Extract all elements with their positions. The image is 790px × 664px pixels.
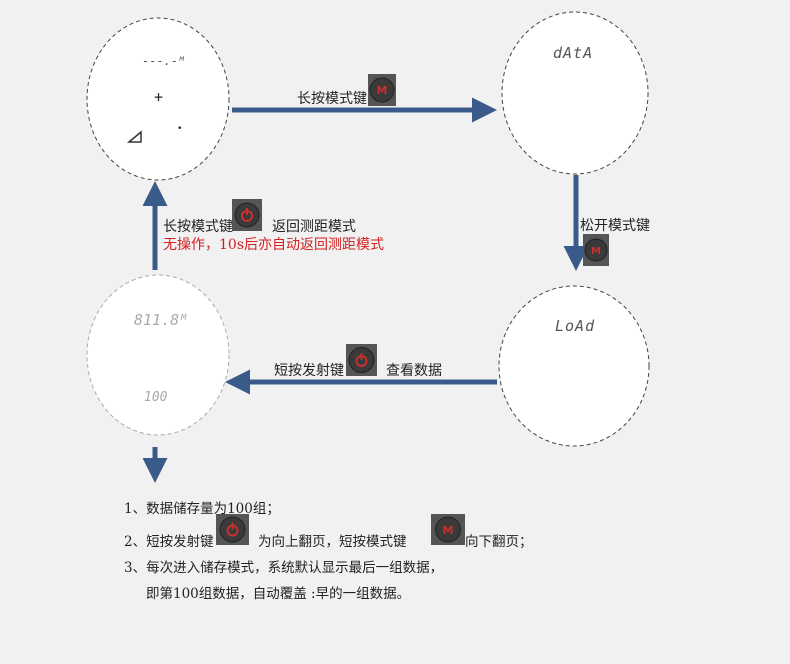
view-index-lcd: 100 <box>144 390 168 405</box>
svg-text:M: M <box>591 246 601 257</box>
fire-button-icon <box>232 199 262 231</box>
mode-button-icon: M <box>583 234 609 266</box>
auto-return-note: 无操作，10s后亦自动返回测距模式 <box>163 237 384 253</box>
note-line-2b: 为向上翻页，短按模式键 <box>258 534 407 550</box>
measure-readout: ---.-ᴹ <box>142 54 186 68</box>
bottom-arrow-label-a: 短按发射键 <box>274 363 344 379</box>
note-line-3: 3、每次进入储存模式，系统默认显示最后一组数据， <box>124 560 444 576</box>
data-mode-lcd: dAtA <box>553 44 594 62</box>
right-arrow-label: 松开模式键 <box>580 218 650 234</box>
state-data-circle <box>501 11 649 175</box>
top-arrow-label: 长按模式键 <box>297 91 367 107</box>
mode-button-icon: M <box>431 514 465 545</box>
left-arrow-label-a: 长按模式键 <box>163 219 233 235</box>
crosshair-icon: + <box>154 88 164 106</box>
state-load-circle <box>498 285 650 447</box>
load-lcd: LoAd <box>555 317 596 335</box>
note-line-1: 1、数据储存量为100组； <box>124 501 280 517</box>
note-line-4: 即第100组数据，自动覆盖 :早的一组数据。 <box>146 586 411 602</box>
bottom-arrow-label-b: 查看数据 <box>386 363 442 379</box>
angle-icon <box>126 130 142 143</box>
note-line-2a: 2、短按发射键 <box>124 534 214 550</box>
left-arrow-label-b: 返回测距模式 <box>272 219 356 235</box>
state-measure-circle <box>86 17 230 181</box>
view-reading-lcd: 811.8ᴹ <box>134 311 189 329</box>
note-line-2c: 向下翻页； <box>465 534 533 550</box>
svg-text:M: M <box>443 524 454 537</box>
svg-text:M: M <box>377 84 388 97</box>
fire-button-icon <box>216 514 249 545</box>
dot-indicator: • <box>177 124 183 134</box>
fire-button-icon <box>346 344 377 376</box>
mode-button-icon: M <box>368 74 396 106</box>
state-view-circle <box>86 274 230 436</box>
